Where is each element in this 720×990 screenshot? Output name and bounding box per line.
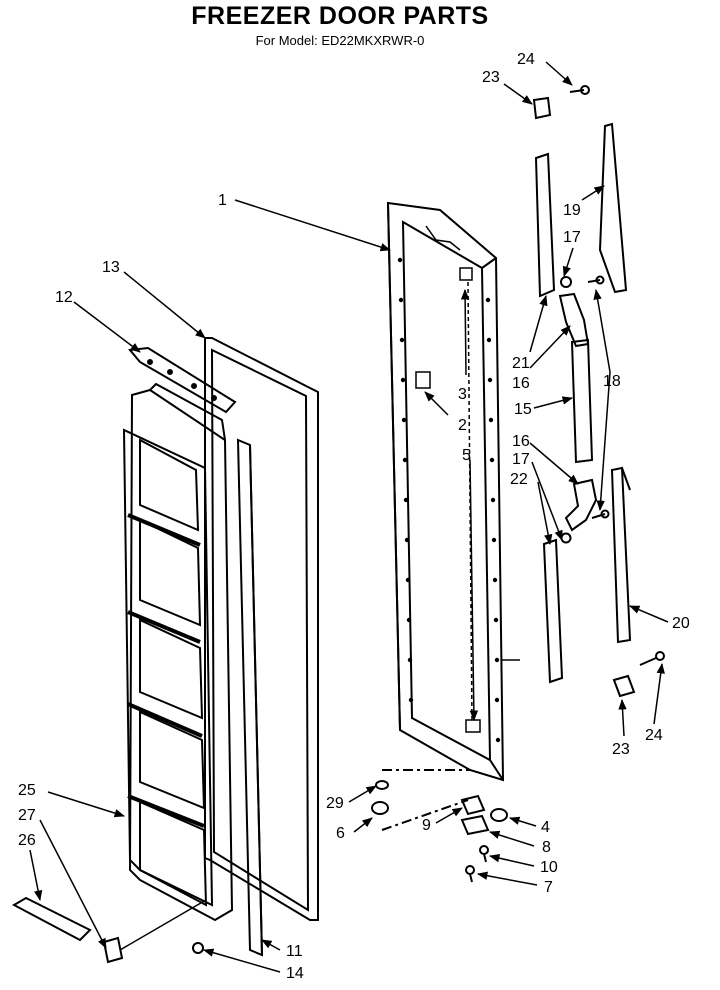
callout-6: 6	[336, 825, 345, 842]
handle-tube-part	[570, 338, 594, 464]
callout-7: 7	[544, 879, 553, 896]
callout-2: 2	[458, 417, 467, 434]
callout-19: 19	[563, 202, 581, 219]
callout-17-lower: 17	[512, 451, 530, 468]
callout-27: 27	[18, 807, 36, 824]
door-panel-holes	[397, 257, 501, 743]
screw-14	[192, 942, 204, 954]
callout-18: 18	[603, 373, 621, 390]
hinge-parts	[371, 769, 508, 883]
callout-16-lower: 16	[512, 433, 530, 450]
door-liner-part	[122, 382, 234, 922]
callout-1: 1	[218, 192, 227, 209]
callout-25: 25	[18, 782, 36, 799]
handle-trim-19-part	[598, 122, 628, 294]
model-subtitle: For Model: ED22MKXRWR-0	[255, 33, 425, 48]
leader-lines	[29, 61, 669, 973]
door-panel-part	[386, 201, 505, 782]
callout-26: 26	[18, 832, 36, 849]
callout-12: 12	[55, 289, 73, 306]
handle-upper-rail-part	[534, 152, 556, 298]
handle-bracket-upper-part	[558, 275, 605, 348]
callout-14: 14	[286, 965, 304, 982]
page-title: FREEZER DOOR PARTS	[191, 2, 489, 30]
callout-labels: 1 2 3 4 5 6 7 8 9 10 11 12 13 14 15 16 1…	[18, 51, 690, 982]
callout-4: 4	[541, 819, 550, 836]
top-bracket-part	[128, 346, 237, 414]
callout-5: 5	[462, 447, 471, 464]
callout-21: 21	[512, 355, 530, 372]
callout-10: 10	[540, 859, 558, 876]
callout-15: 15	[514, 401, 532, 418]
callout-8: 8	[542, 839, 551, 856]
handle-trim-20-part	[610, 466, 632, 644]
bottom-trim-part	[11, 896, 124, 964]
callout-13: 13	[102, 259, 120, 276]
handle-lower-rail-part	[542, 538, 564, 684]
callout-20: 20	[672, 615, 690, 632]
callout-11: 11	[286, 943, 303, 960]
callout-17-upper: 17	[563, 229, 581, 246]
callout-23-bottom: 23	[612, 741, 630, 758]
handle-end-cap-lower-part	[612, 651, 665, 698]
breaker-strip-part	[236, 438, 264, 957]
callout-24-bottom: 24	[645, 727, 663, 744]
callout-29: 29	[326, 795, 344, 812]
handle-end-cap-part	[532, 85, 590, 120]
callout-24-top: 24	[517, 51, 535, 68]
callout-23-top: 23	[482, 69, 500, 86]
callout-9: 9	[422, 817, 431, 834]
callout-3: 3	[458, 386, 467, 403]
callout-16-upper: 16	[512, 375, 530, 392]
callout-22: 22	[510, 471, 528, 488]
gasket-part	[204, 337, 319, 921]
